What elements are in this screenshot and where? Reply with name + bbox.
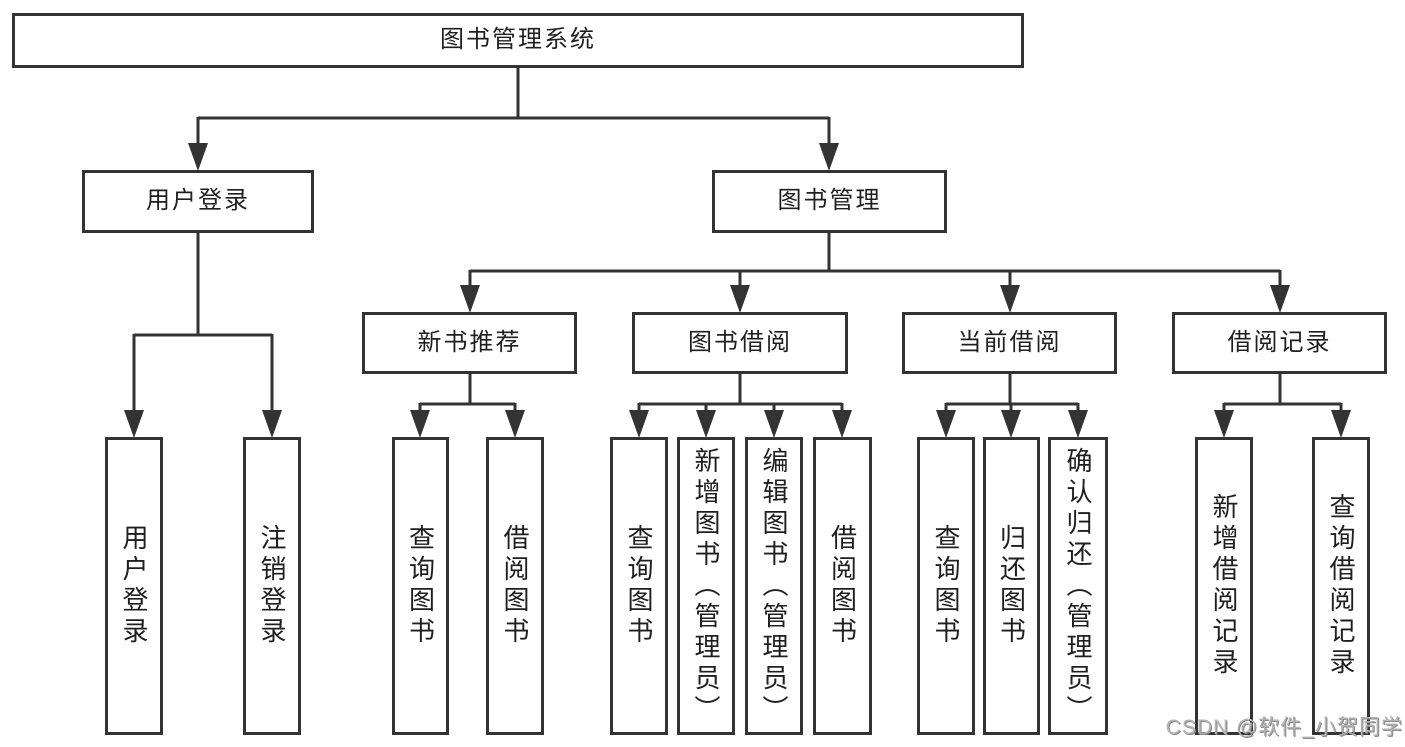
node-user-login: 用户登录 <box>105 437 163 735</box>
arrowheads <box>124 143 1351 438</box>
node-borrow-books: 借阅图书 <box>813 437 872 735</box>
node-confirm-return-admin: 确认归还（管理员） <box>1048 437 1108 735</box>
node-book-borrowing: 图书借阅 <box>632 312 848 374</box>
node-return-book: 归还图书 <box>983 437 1040 735</box>
watermark: CSDN @软件_小贺同学 <box>1165 716 1403 739</box>
node-borrow-books-recommend: 借阅图书 <box>486 437 544 735</box>
node-borrowing-records: 借阅记录 <box>1172 312 1387 374</box>
node-add-borrow-record: 新增借阅记录 <box>1195 437 1253 735</box>
node-query-books-current: 查询图书 <box>917 437 975 735</box>
node-user-login-branch: 用户登录 <box>82 170 314 233</box>
node-edit-book-admin: 编辑图书（管理员） <box>745 437 803 735</box>
node-book-management-branch: 图书管理 <box>712 170 947 233</box>
node-query-books-recommend: 查询图书 <box>392 437 449 735</box>
node-current-borrowing: 当前借阅 <box>902 312 1117 374</box>
node-add-book-admin: 新增图书（管理员） <box>677 437 735 735</box>
node-logout: 注销登录 <box>243 437 301 735</box>
node-query-books-borrow: 查询图书 <box>610 437 668 735</box>
node-library-system: 图书管理系统 <box>12 13 1024 68</box>
node-query-borrow-record: 查询借阅记录 <box>1312 437 1370 735</box>
node-new-book-recommendation: 新书推荐 <box>362 312 577 374</box>
